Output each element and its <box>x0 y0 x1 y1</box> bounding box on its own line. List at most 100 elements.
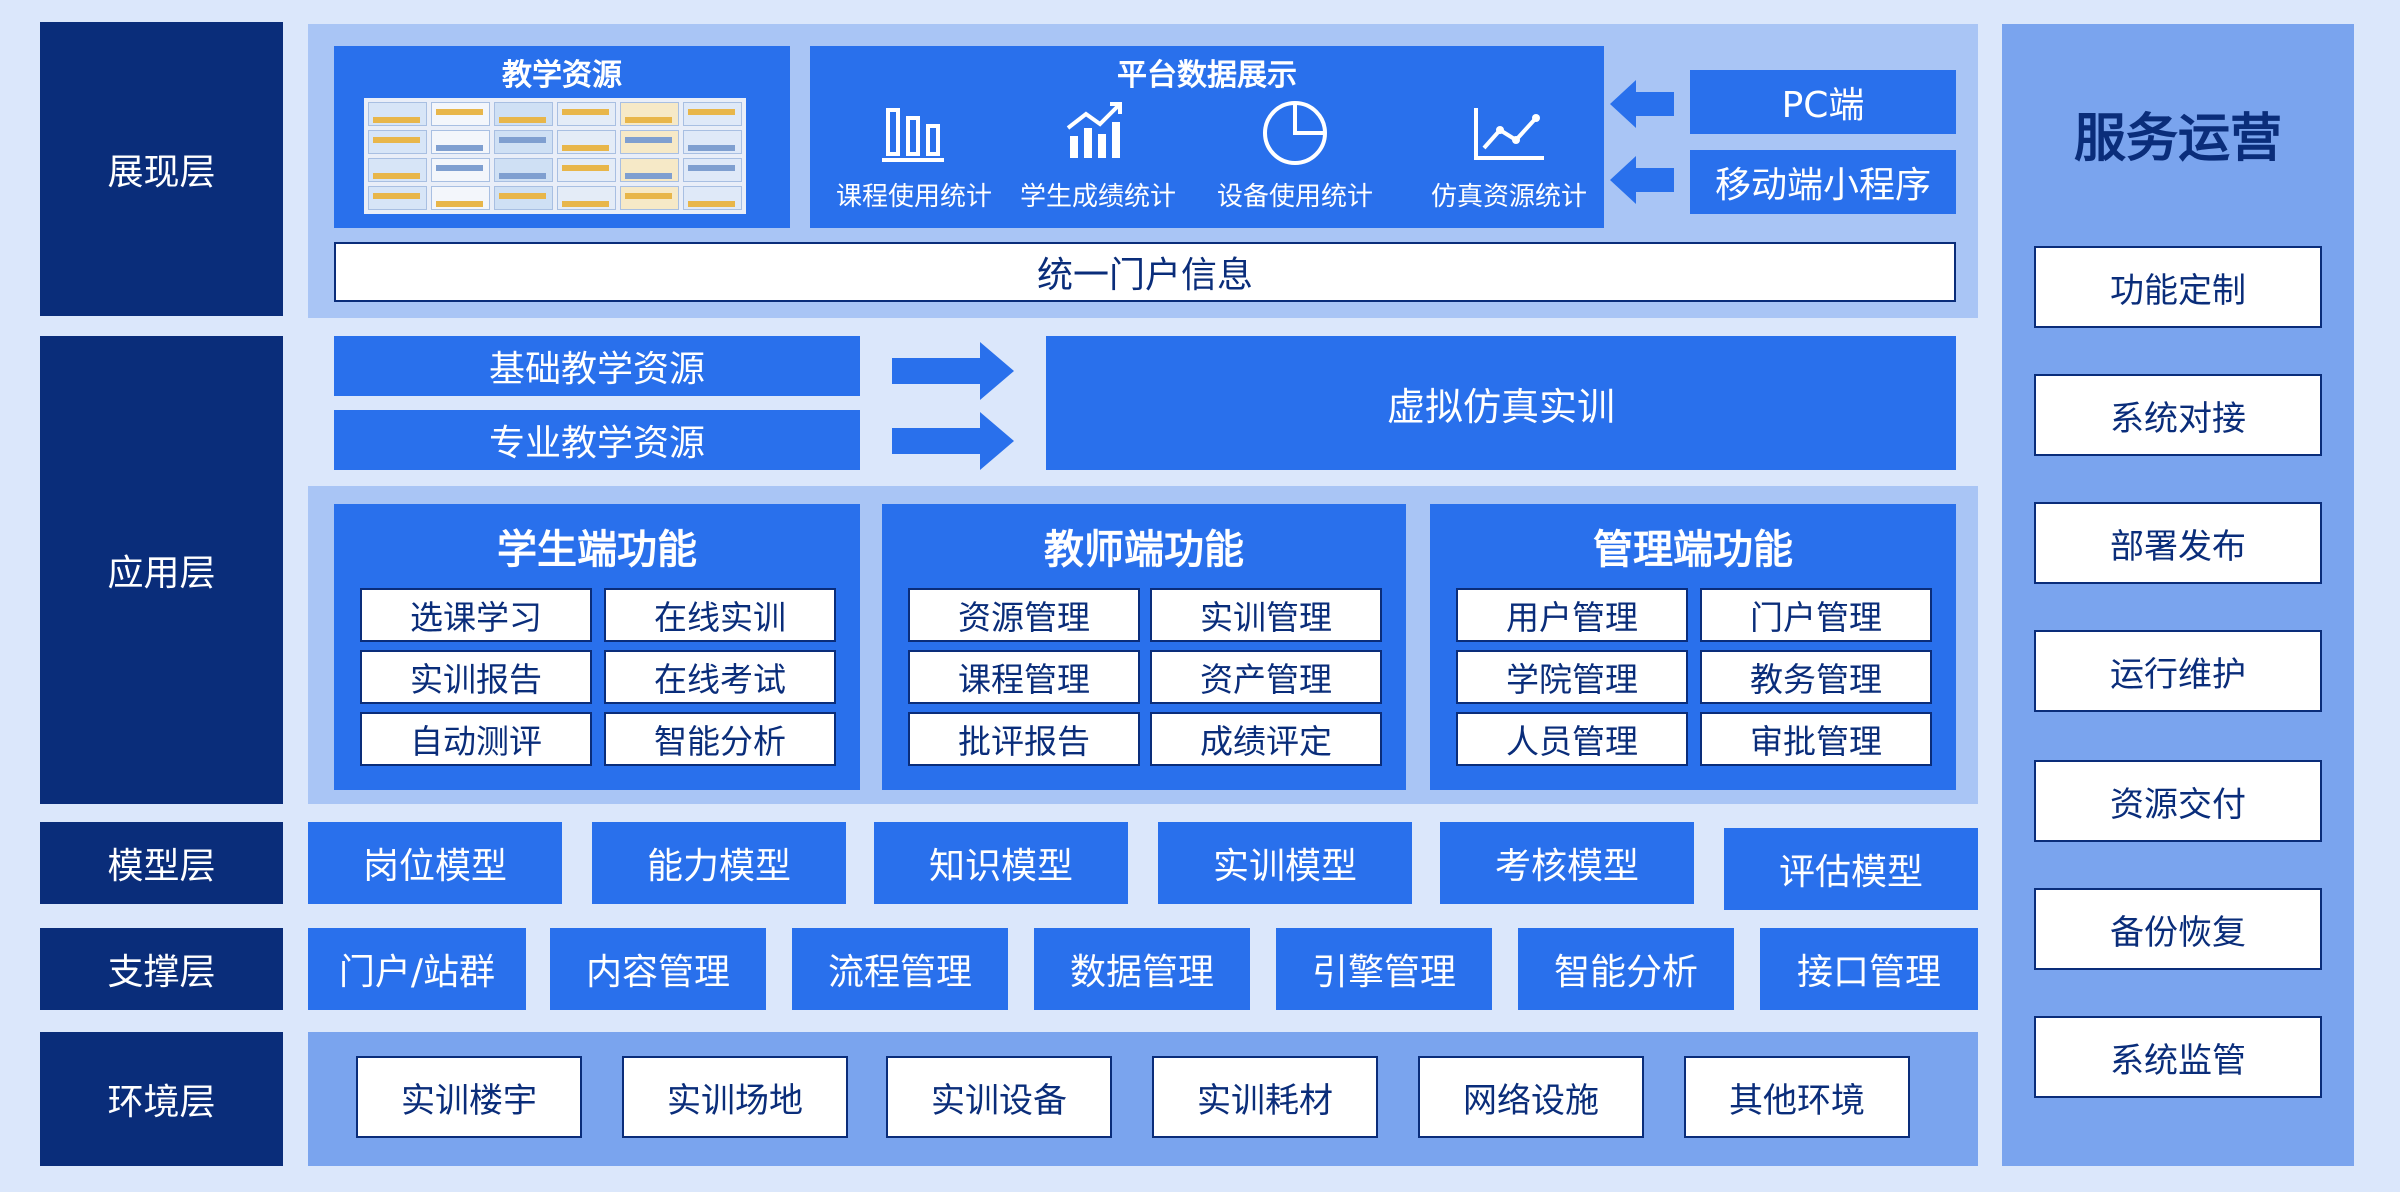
platform-data-panel: 平台数据展示 课程使用统计 <box>810 46 1604 228</box>
resource-thumbnail <box>494 186 553 210</box>
support-item: 接口管理 <box>1760 928 1978 1010</box>
professional-teaching-resources: 专业教学资源 <box>334 410 860 470</box>
thumbnail-detail <box>688 165 735 171</box>
resource-thumbnail <box>494 102 553 126</box>
service-item: 备份恢复 <box>2034 888 2322 970</box>
service-item: 系统对接 <box>2034 374 2322 456</box>
thumbnail-detail <box>688 109 735 115</box>
layer-label-display: 展现层 <box>40 22 283 316</box>
stat-label-course: 课程使用统计 <box>835 181 992 212</box>
thumbnail-detail <box>436 165 483 171</box>
resource-thumbnail <box>683 102 742 126</box>
channel-mobile-miniprogram: 移动端小程序 <box>1690 150 1956 214</box>
resource-thumbnail <box>431 130 490 154</box>
channel-pc: PC端 <box>1690 70 1956 134</box>
stat-label-equipment: 设备使用统计 <box>1216 181 1373 212</box>
resource-thumbnail <box>557 158 616 182</box>
model-item: 评估模型 <box>1724 828 1978 910</box>
thumbnail-detail <box>373 173 420 179</box>
function-item: 实训管理 <box>1150 588 1382 642</box>
function-item: 实训报告 <box>360 650 592 704</box>
support-item: 数据管理 <box>1034 928 1250 1010</box>
model-item: 能力模型 <box>592 822 846 904</box>
service-item: 部署发布 <box>2034 502 2322 584</box>
function-item: 批评报告 <box>908 712 1140 766</box>
environment-item: 实训场地 <box>622 1056 848 1138</box>
resource-thumbnail <box>368 158 427 182</box>
platform-data-title: 平台数据展示 <box>1117 58 1297 93</box>
thumbnail-detail <box>562 201 609 207</box>
layer-label-model: 模型层 <box>40 822 283 904</box>
service-item: 资源交付 <box>2034 760 2322 842</box>
resource-thumbnail <box>557 130 616 154</box>
stat-label-grades: 学生成绩统计 <box>1019 181 1176 212</box>
function-item: 用户管理 <box>1456 588 1688 642</box>
line-chart-icon <box>1472 106 1546 162</box>
thumbnail-detail <box>373 117 420 123</box>
thumbnail-detail <box>562 109 609 115</box>
environment-item: 网络设施 <box>1418 1056 1644 1138</box>
model-item: 岗位模型 <box>308 822 562 904</box>
thumbnail-detail <box>625 193 672 199</box>
function-item: 在线考试 <box>604 650 836 704</box>
resource-thumbnail <box>620 102 679 126</box>
function-item: 资产管理 <box>1150 650 1382 704</box>
virtual-simulation-training: 虚拟仿真实训 <box>1046 336 1956 470</box>
support-item: 流程管理 <box>792 928 1008 1010</box>
service-item: 运行维护 <box>2034 630 2322 712</box>
thumbnail-detail <box>499 173 546 179</box>
layer-label-support: 支撑层 <box>40 928 283 1010</box>
thumbnail-detail <box>436 145 483 151</box>
arrow-right-icon <box>892 342 1014 400</box>
arrow-left-icon <box>1610 156 1674 204</box>
resource-thumbnail <box>620 130 679 154</box>
service-item: 功能定制 <box>2034 246 2322 328</box>
support-item: 内容管理 <box>550 928 766 1010</box>
panel-title: 管理端功能 <box>1593 527 1793 573</box>
bar-chart-icon <box>880 98 946 164</box>
service-operation-column <box>2002 24 2354 1166</box>
resource-thumbnail <box>494 130 553 154</box>
pie-chart-icon <box>1260 98 1330 168</box>
thumbnail-detail <box>373 137 420 143</box>
stat-label-simulation: 仿真资源统计 <box>1430 181 1587 212</box>
model-item: 知识模型 <box>874 822 1128 904</box>
resource-thumbnail <box>431 186 490 210</box>
function-item: 教务管理 <box>1700 650 1932 704</box>
thumbnail-detail <box>499 193 546 199</box>
arrow-right-icon <box>892 412 1014 470</box>
unified-portal-bar: 统一门户信息 <box>334 242 1956 302</box>
admin-functions-panel: 管理端功能 用户管理 门户管理 学院管理 教务管理 人员管理 审批管理 <box>1430 504 1956 790</box>
thumbnail-detail <box>499 137 546 143</box>
resource-thumbnail <box>683 158 742 182</box>
layer-label-application: 应用层 <box>40 336 283 804</box>
function-item: 成绩评定 <box>1150 712 1382 766</box>
resource-thumbnail <box>368 130 427 154</box>
panel-title: 学生端功能 <box>497 527 697 573</box>
resource-thumbnail <box>431 102 490 126</box>
function-item: 智能分析 <box>604 712 836 766</box>
teacher-functions-panel: 教师端功能 资源管理 实训管理 课程管理 资产管理 批评报告 成绩评定 <box>882 504 1406 790</box>
resource-thumbnail <box>557 102 616 126</box>
function-item: 学院管理 <box>1456 650 1688 704</box>
function-item: 在线实训 <box>604 588 836 642</box>
teaching-resources-title: 教学资源 <box>502 58 622 93</box>
resource-thumbnail <box>494 158 553 182</box>
function-item: 资源管理 <box>908 588 1140 642</box>
environment-item: 其他环境 <box>1684 1056 1910 1138</box>
resource-thumbnail <box>368 102 427 126</box>
basic-teaching-resources: 基础教学资源 <box>334 336 860 396</box>
thumbnail-detail <box>436 109 483 115</box>
resource-thumbnail <box>683 130 742 154</box>
thumbnail-detail <box>625 117 672 123</box>
panel-title: 教师端功能 <box>1044 527 1244 573</box>
resource-thumbnail <box>683 186 742 210</box>
student-functions-panel: 学生端功能 选课学习 在线实训 实训报告 在线考试 自动测评 智能分析 <box>334 504 860 790</box>
model-item: 考核模型 <box>1440 822 1694 904</box>
service-item: 系统监管 <box>2034 1016 2322 1098</box>
thumbnail-detail <box>562 165 609 171</box>
environment-item: 实训设备 <box>886 1056 1112 1138</box>
thumbnail-detail <box>499 117 546 123</box>
layer-label-environment: 环境层 <box>40 1032 283 1166</box>
function-item: 选课学习 <box>360 588 592 642</box>
